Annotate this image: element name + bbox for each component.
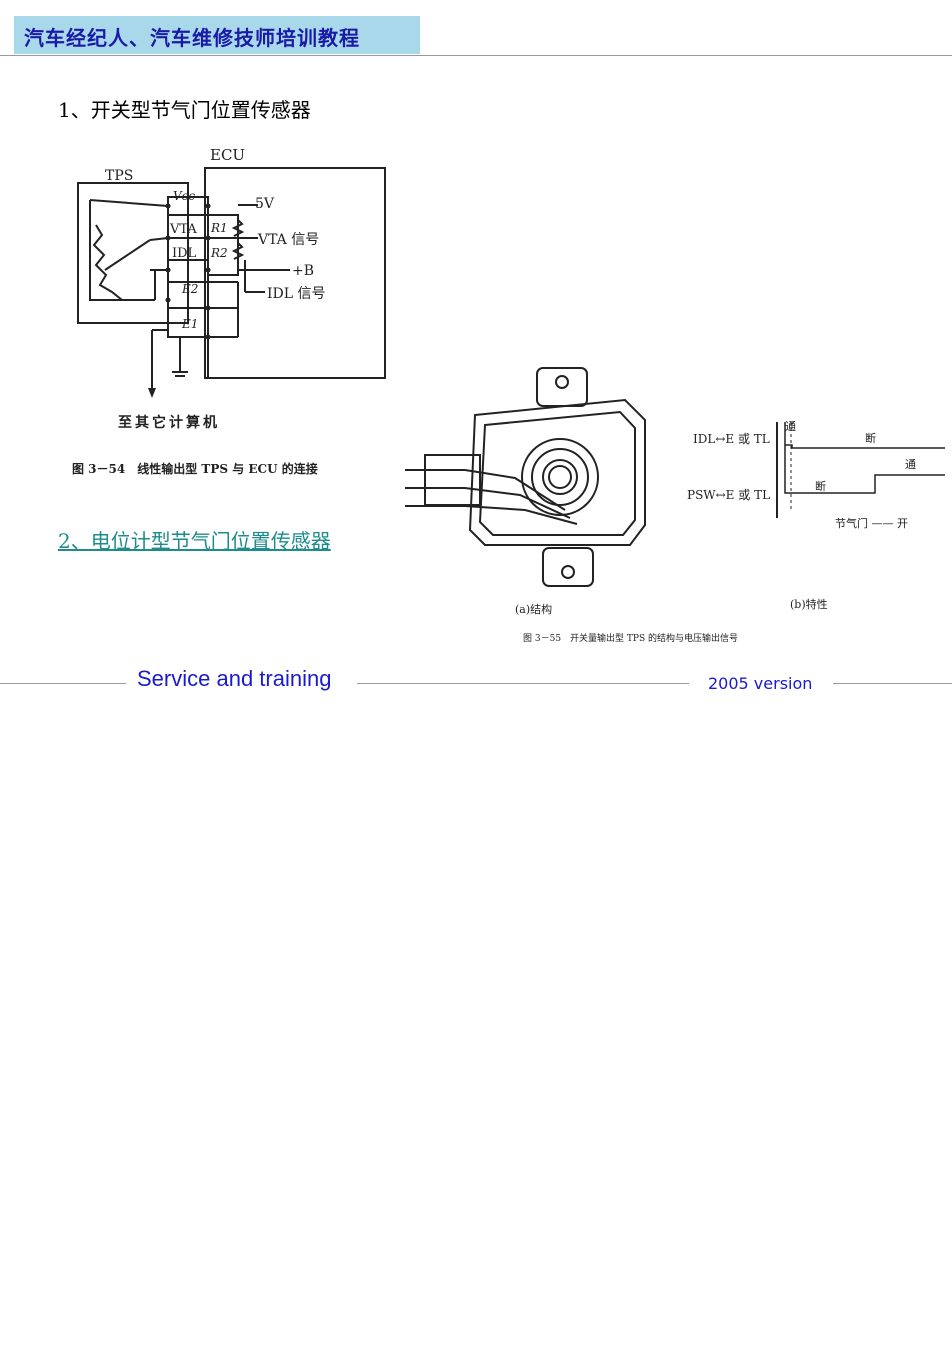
figure-54-caption: 图 3－54 线性输出型 TPS 与 ECU 的连接 (72, 461, 318, 476)
5v-label: 5V (255, 196, 275, 212)
footer-divider-middle (357, 683, 689, 684)
idl-off-label: 断 (865, 431, 876, 445)
section-heading-switch-tps: 1、开关型节气门位置传感器 (58, 98, 311, 122)
header-divider (0, 55, 952, 56)
idl-terminal-label: IDL↔E 或 TL (693, 432, 770, 446)
footer-divider-left (0, 683, 126, 684)
r1-label: R1 (210, 221, 228, 235)
structure-subcaption: (a)结构 (515, 602, 552, 616)
footer-left-text: Service and training (137, 666, 332, 691)
psw-on-label: 通 (905, 458, 916, 471)
to-other-computer-label: 至其它计算机 (118, 414, 220, 431)
psw-terminal-label: PSW↔E 或 TL (687, 488, 770, 502)
vcc-label: Vcc (173, 189, 195, 203)
throttle-axis-label: 节气门 —— 开 (835, 516, 908, 530)
plus-b-label: +B (292, 263, 314, 279)
e1-label: E1 (181, 317, 198, 331)
r2-label: R2 (210, 246, 228, 260)
vta-signal-label: VTA 信号 (257, 232, 319, 248)
tps-ecu-circuit-diagram: ECU TPS Vcc VTA IDL E2 E1 R1 R2 5V VTA 信… (72, 146, 386, 476)
idl-signal-label: IDL 信号 (267, 286, 326, 302)
idl-label: IDL (172, 246, 197, 261)
ecu-label: ECU (210, 146, 245, 164)
footer-divider-right (833, 683, 952, 684)
figure-55-caption: 图 3－55 开关量输出型 TPS 的结构与电压输出信号 (523, 632, 738, 644)
e2-label: E2 (181, 282, 198, 296)
switch-tps-structure-figure: IDL↔E 或 TL PSW↔E 或 TL 通 断 断 通 节气门 —— 开 (… (405, 367, 945, 644)
vta-label: VTA (169, 222, 197, 237)
tps-label: TPS (105, 168, 133, 184)
header-banner (14, 16, 420, 54)
idl-on-label: 通 (785, 420, 796, 433)
footer-right-text: 2005 version (708, 674, 813, 693)
psw-off-label: 断 (815, 479, 826, 493)
section-link-potentiometer-tps[interactable]: 2、电位计型节气门位置传感器 (58, 529, 331, 553)
header-title: 汽车经纪人、汽车维修技师培训教程 (24, 26, 360, 50)
characteristic-subcaption: (b)特性 (790, 597, 828, 611)
